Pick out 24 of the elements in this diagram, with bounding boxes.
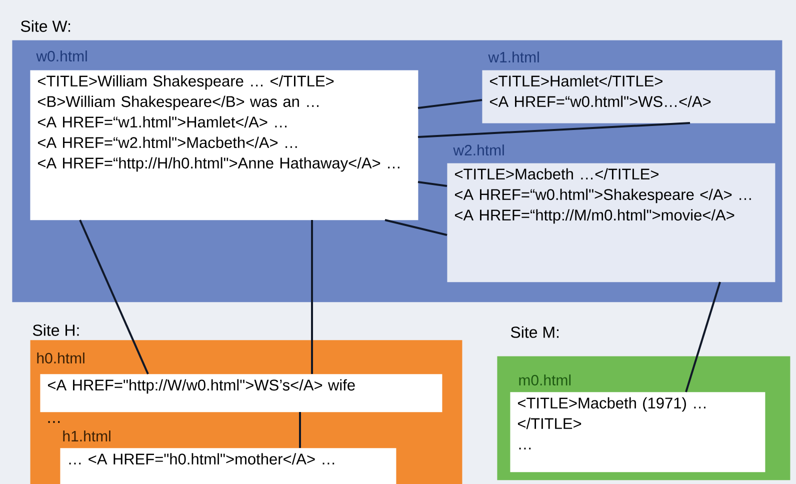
file-name: w1.html [488,52,539,62]
link-line [79,220,149,374]
link-line [418,99,482,109]
link-line [311,220,313,374]
site-label: Site W: [20,20,70,32]
page-box: w2.html <TITLE>Macbeth …</TITLE> <A HREF=“w0.html">Shakespeare </A> … <A HREF=“http://M/m0.html">movie</A> [447,144,776,282]
link-line [418,181,448,187]
site-label: Site H: [32,324,79,336]
link-line [418,122,690,138]
file-name: h0.html [37,352,84,364]
link-line [384,219,448,236]
link-line [685,282,721,392]
page-box: w0.html <TITLE>William Shakespeare … </TITLE> <B>William Shakespeare</B> was an … <A HREF=“w1.html">Hamlet</A> … <A HREF=“w2.html">Macbeth</A> … <A HREF=“http://H/h0.html">Anne Hathaway</A> … [30,50,418,220]
file-name: m0.html [519,374,571,386]
page-box: w1.html <TITLE>Hamlet</TITLE> <A HREF=“w0.html">WS…</A> [482,52,776,124]
link-line [299,412,301,448]
site-label: Site M: [510,326,558,338]
ellipsis-text: … [48,421,60,423]
page-box: h0.html <A HREF="http://W/w0.html">WS’s</A> wife … [37,352,442,423]
file-name: w0.html [36,50,87,62]
file-name: w2.html [453,144,504,156]
page-box: h1.html … <A HREF="h0.html">mother</A> … [60,430,396,484]
file-name: h1.html [63,430,110,442]
page-box: m0.html <TITLE>Macbeth (1971) … </TITLE> … [510,374,766,472]
